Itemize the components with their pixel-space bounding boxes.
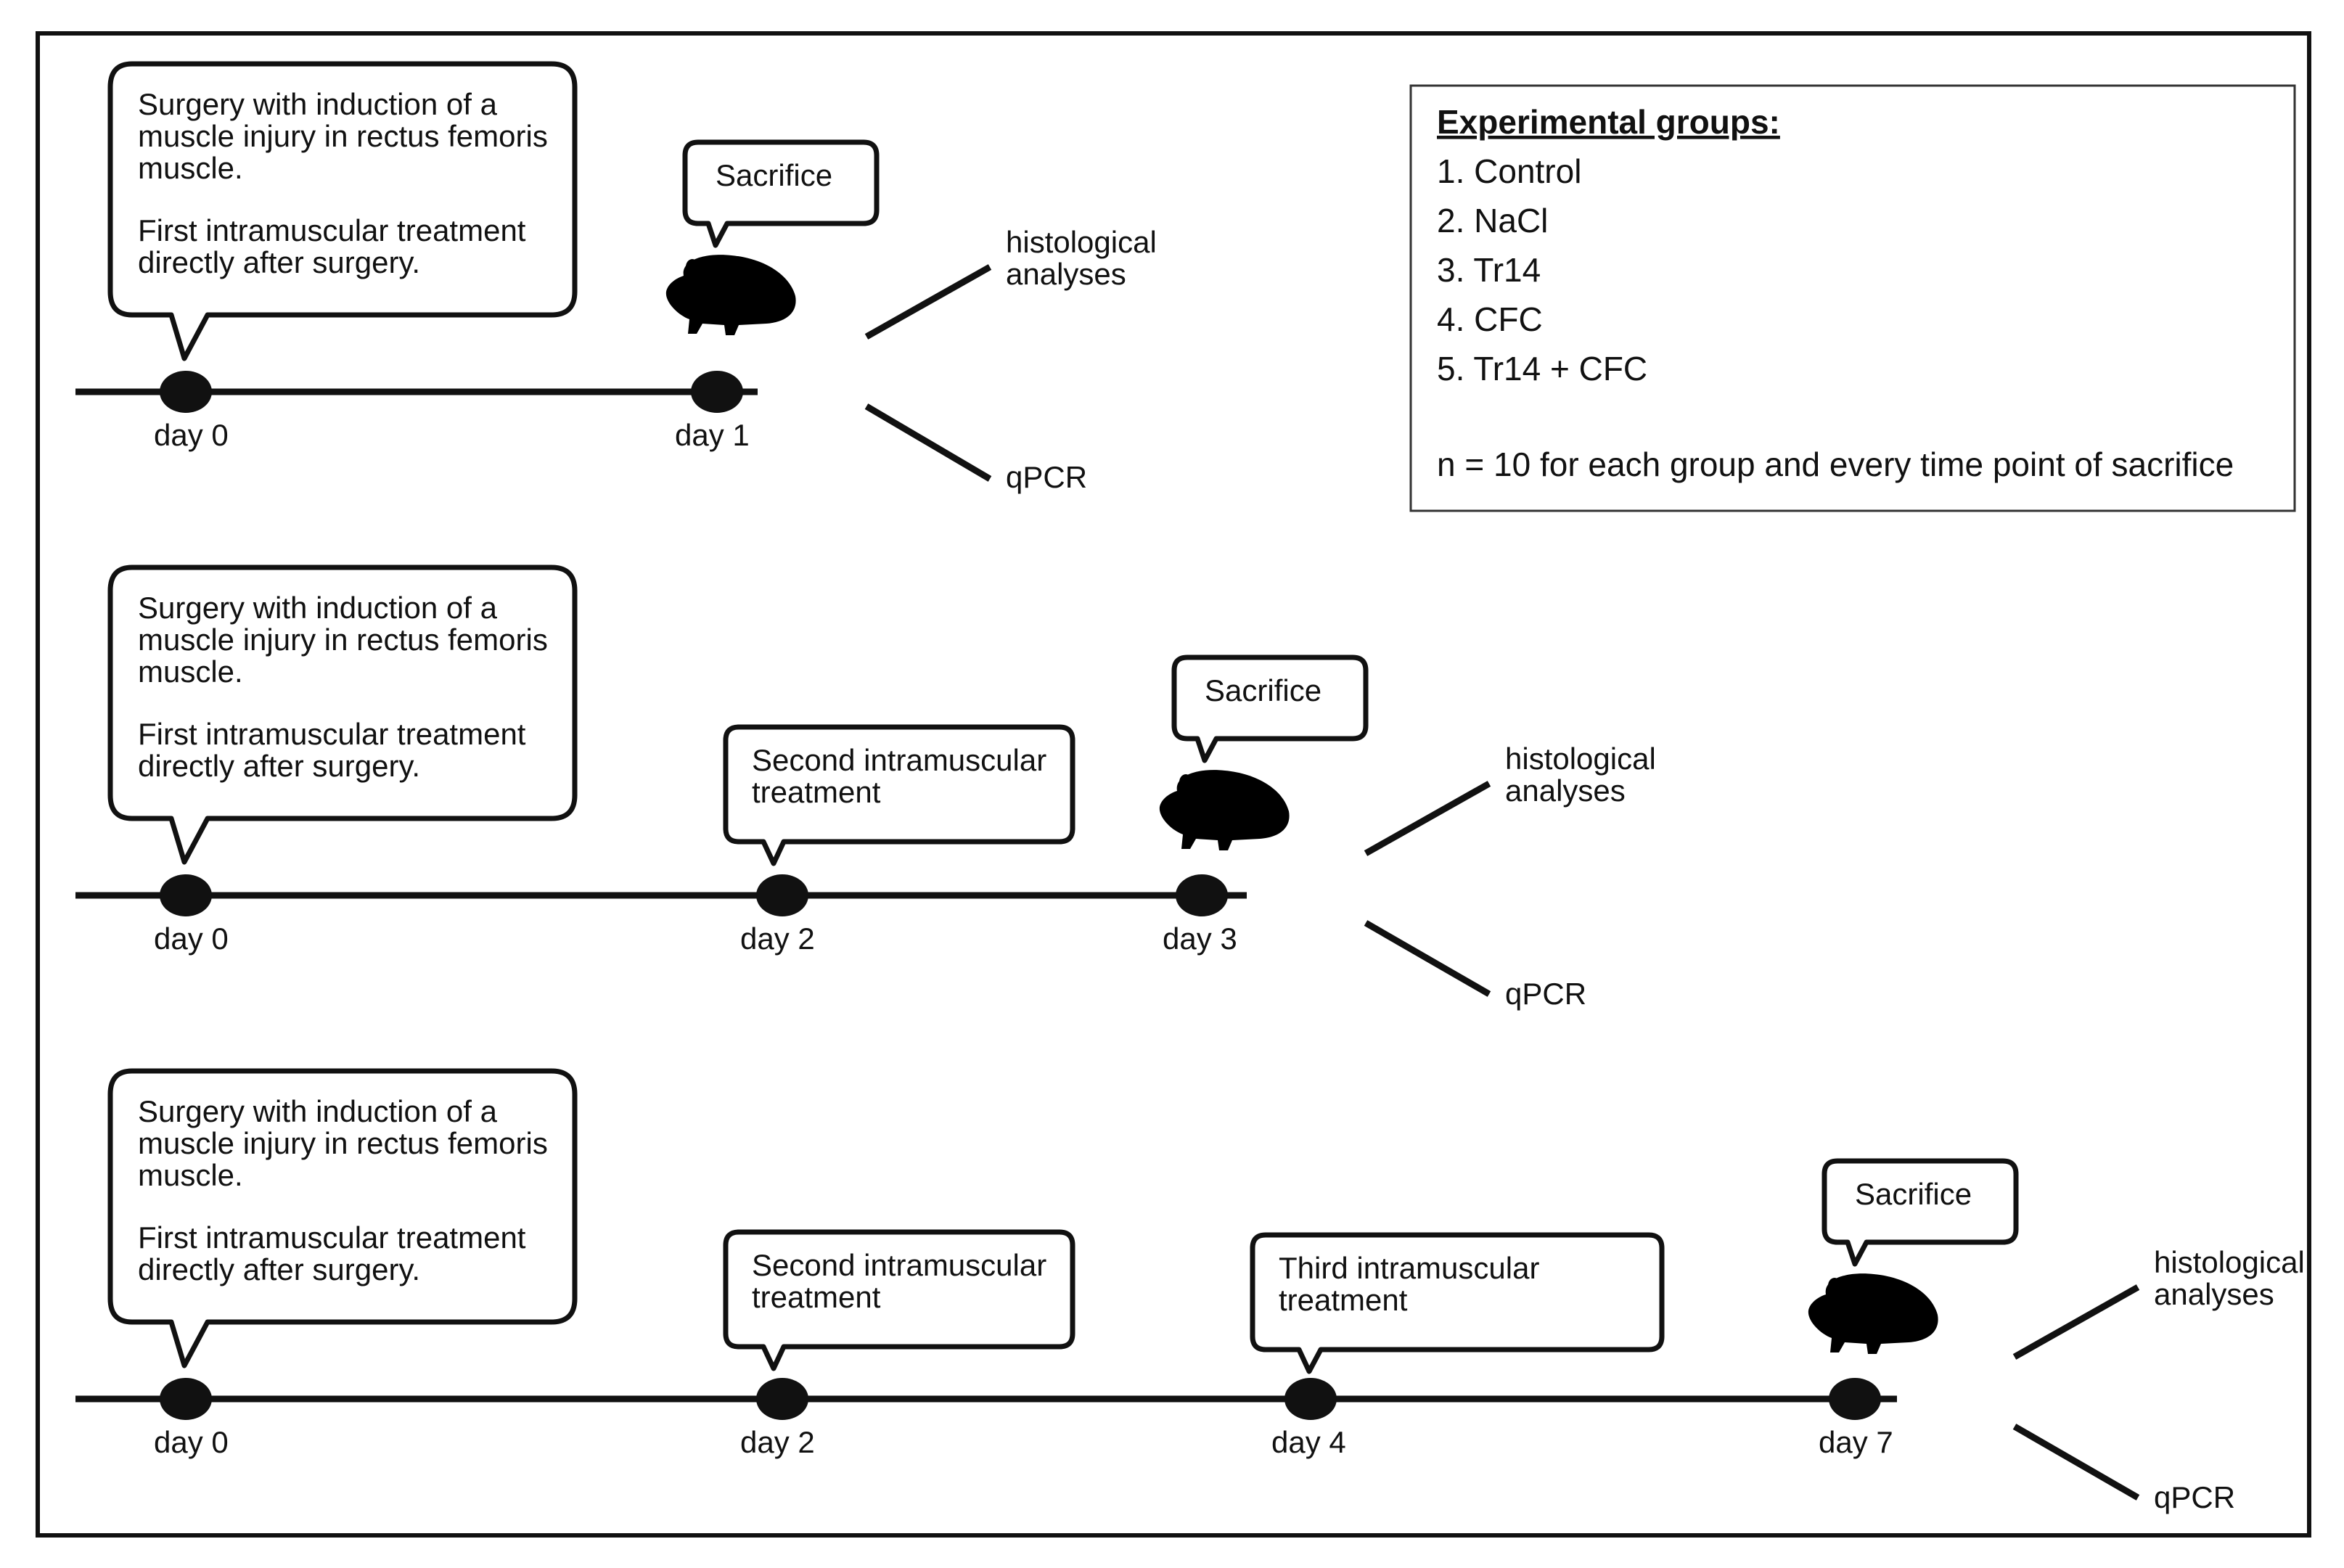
group-item-4: 4. CFC (1437, 300, 1543, 338)
outcome-qpcr: qPCR (1006, 460, 1087, 494)
outcome-analyses: analyses (1006, 257, 1126, 291)
branch-histology (864, 264, 992, 340)
figure-frame (36, 31, 2311, 1538)
timepoint-marker (160, 874, 212, 916)
rat-icon (652, 255, 820, 374)
timepoint-marker (691, 371, 743, 413)
sacrifice-callout (1171, 654, 1369, 763)
surgery-line-1: Surgery with induction of a (138, 1094, 498, 1128)
surgery-line-4: First intramuscular treatment (138, 213, 526, 247)
group-item-3: 3. Tr14 (1437, 251, 1541, 289)
outcome-qpcr: qPCR (2154, 1480, 2235, 1514)
groups-heading: Experimental groups: (1437, 103, 1780, 141)
surgery-line-4: First intramuscular treatment (138, 1220, 526, 1255)
day-label: day 0 (154, 1425, 229, 1459)
day-label: day 7 (1819, 1425, 1893, 1459)
surgery-callout (107, 1068, 578, 1368)
outcome-analyses: analyses (2154, 1277, 2274, 1311)
day-label: day 2 (740, 1425, 815, 1459)
branch-qpcr (2012, 1424, 2140, 1501)
outcome-qpcr: qPCR (1505, 977, 1586, 1011)
surgery-callout (107, 61, 578, 361)
day-label: day 2 (740, 921, 815, 956)
sacrifice-label: Sacrifice (1205, 673, 1321, 707)
second-treatment-callout (723, 1229, 1075, 1371)
timeline-day1: Surgery with induction of a muscle injur… (75, 61, 1157, 494)
outcome-analyses: analyses (1505, 773, 1626, 808)
third-treatment-callout (1250, 1232, 1665, 1374)
group-item-5: 5. Tr14 + CFC (1437, 350, 1647, 387)
timepoint-marker (160, 1378, 212, 1420)
day-label: day 4 (1271, 1425, 1346, 1459)
sacrifice-label: Sacrifice (1855, 1177, 1972, 1211)
second-treatment-line-2: treatment (752, 775, 881, 809)
surgery-line-2: muscle injury in rectus femoris (138, 623, 548, 657)
surgery-line-3: muscle. (138, 654, 243, 689)
branch-histology (1364, 781, 1491, 856)
day-label: day 0 (154, 418, 229, 452)
second-treatment-line-2: treatment (752, 1280, 881, 1314)
timepoint-marker (1176, 874, 1228, 916)
branch-qpcr (1364, 920, 1491, 997)
surgery-line-1: Surgery with induction of a (138, 591, 498, 625)
timepoint-marker (1284, 1378, 1337, 1420)
surgery-line-1: Surgery with induction of a (138, 87, 498, 121)
timeline-day3: Surgery with induction of a muscle injur… (75, 565, 1656, 1011)
surgery-line-5: directly after surgery. (138, 1252, 420, 1286)
rat-icon (1794, 1273, 1962, 1393)
surgery-line-2: muscle injury in rectus femoris (138, 1126, 548, 1160)
sacrifice-label: Sacrifice (716, 158, 832, 192)
timepoint-marker (756, 1378, 808, 1420)
rat-icon (1145, 770, 1314, 890)
surgery-line-3: muscle. (138, 151, 243, 185)
surgery-callout (107, 565, 578, 865)
sacrifice-callout (682, 139, 880, 248)
group-item-1: 1. Control (1437, 152, 1581, 190)
outcome-histological: histological (2154, 1245, 2305, 1279)
sacrifice-callout (1821, 1158, 2019, 1267)
outcome-histological: histological (1505, 742, 1656, 776)
groups-note: n = 10 for each group and every time poi… (1437, 446, 2234, 483)
surgery-line-4: First intramuscular treatment (138, 717, 526, 751)
surgery-line-2: muscle injury in rectus femoris (138, 119, 548, 153)
surgery-line-3: muscle. (138, 1158, 243, 1192)
timepoint-marker (1829, 1378, 1881, 1420)
third-treatment-line-1: Third intramuscular (1279, 1251, 1539, 1285)
surgery-line-5: directly after surgery. (138, 245, 420, 279)
experimental-groups-legend: Experimental groups: 1. Control 2. NaCl … (1409, 84, 2296, 512)
day-label: day 0 (154, 921, 229, 956)
second-treatment-line-1: Second intramuscular (752, 1248, 1046, 1282)
group-item-2: 2. NaCl (1437, 202, 1548, 239)
second-treatment-callout (723, 724, 1075, 866)
timeline-day7: Surgery with induction of a muscle injur… (75, 1068, 2305, 1514)
branch-histology (2012, 1284, 2140, 1360)
surgery-line-5: directly after surgery. (138, 749, 420, 783)
outcome-histological: histological (1006, 225, 1157, 259)
timepoint-marker (160, 371, 212, 413)
second-treatment-line-1: Second intramuscular (752, 743, 1046, 777)
branch-qpcr (864, 403, 992, 482)
day-label: day 3 (1163, 921, 1237, 956)
third-treatment-line-2: treatment (1279, 1283, 1408, 1317)
day-label: day 1 (675, 418, 750, 452)
timepoint-marker (756, 874, 808, 916)
